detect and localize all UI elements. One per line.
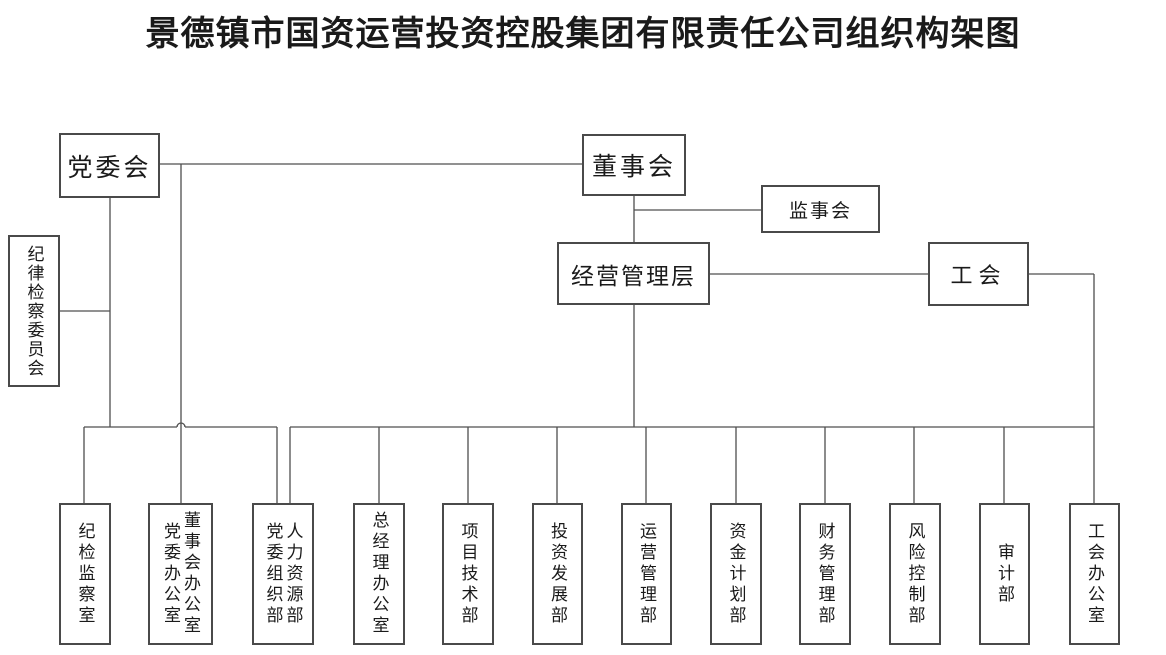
dept-box-board-office-party-office: 董事会办公室 党委办公室 <box>148 503 213 645</box>
board-of-directors-box: 董事会 <box>582 134 686 196</box>
dept-box-investment-development: 投资发展部 <box>532 503 583 645</box>
board-of-directors-label: 董事会 <box>591 154 676 181</box>
dept-label: 项目技术部 <box>458 521 478 627</box>
party-committee-label: 党委会 <box>67 154 152 182</box>
dept-box-discipline-inspection-office: 纪检监察室 <box>59 503 111 645</box>
dept-label: 党委组织部 <box>263 521 283 627</box>
dept-box-audit: 审计部 <box>979 503 1030 645</box>
supervisory-board-label: 监事会 <box>788 200 852 222</box>
dept-label: 审计部 <box>995 542 1014 606</box>
dept-box-capital-planning: 资金计划部 <box>710 503 762 645</box>
dept-box-hr-party-organization: 人力资源部 党委组织部 <box>252 503 314 645</box>
labor-union-label: 工会 <box>950 263 1007 288</box>
dept-label: 人力资源部 <box>283 521 303 627</box>
dept-box-project-technology: 项目技术部 <box>442 503 494 645</box>
discipline-inspection-committee-label: 纪律检察委员会 <box>24 244 44 378</box>
labor-union-box: 工会 <box>928 242 1029 306</box>
supervisory-board-box: 监事会 <box>761 185 880 233</box>
party-committee-box: 党委会 <box>59 133 160 198</box>
dept-label: 工会办公室 <box>1085 521 1104 627</box>
dept-label: 风险控制部 <box>905 521 925 627</box>
dept-label: 总经理办公室 <box>369 511 389 637</box>
dept-label: 纪检监察室 <box>75 521 95 627</box>
dept-box-operations-management: 运营管理部 <box>621 503 672 645</box>
dept-box-general-manager-office: 总经理办公室 <box>353 503 405 645</box>
dept-label: 运营管理部 <box>637 521 656 627</box>
dept-label: 财务管理部 <box>815 521 835 627</box>
dept-label: 投资发展部 <box>548 521 567 627</box>
line-hop-arc <box>176 422 186 428</box>
discipline-inspection-committee-box: 纪律检察委员会 <box>8 235 60 387</box>
dept-label: 党委办公室 <box>161 521 180 627</box>
management-team-label: 经营管理层 <box>571 263 696 289</box>
dept-label: 董事会办公室 <box>181 511 200 637</box>
dept-box-union-office: 工会办公室 <box>1069 503 1120 645</box>
dept-box-finance-management: 财务管理部 <box>799 503 851 645</box>
diagram-title: 景德镇市国资运营投资控股集团有限责任公司组织构架图 <box>145 16 1021 53</box>
management-team-box: 经营管理层 <box>557 242 710 305</box>
dept-box-risk-control: 风险控制部 <box>889 503 941 645</box>
dept-label: 资金计划部 <box>726 521 746 627</box>
